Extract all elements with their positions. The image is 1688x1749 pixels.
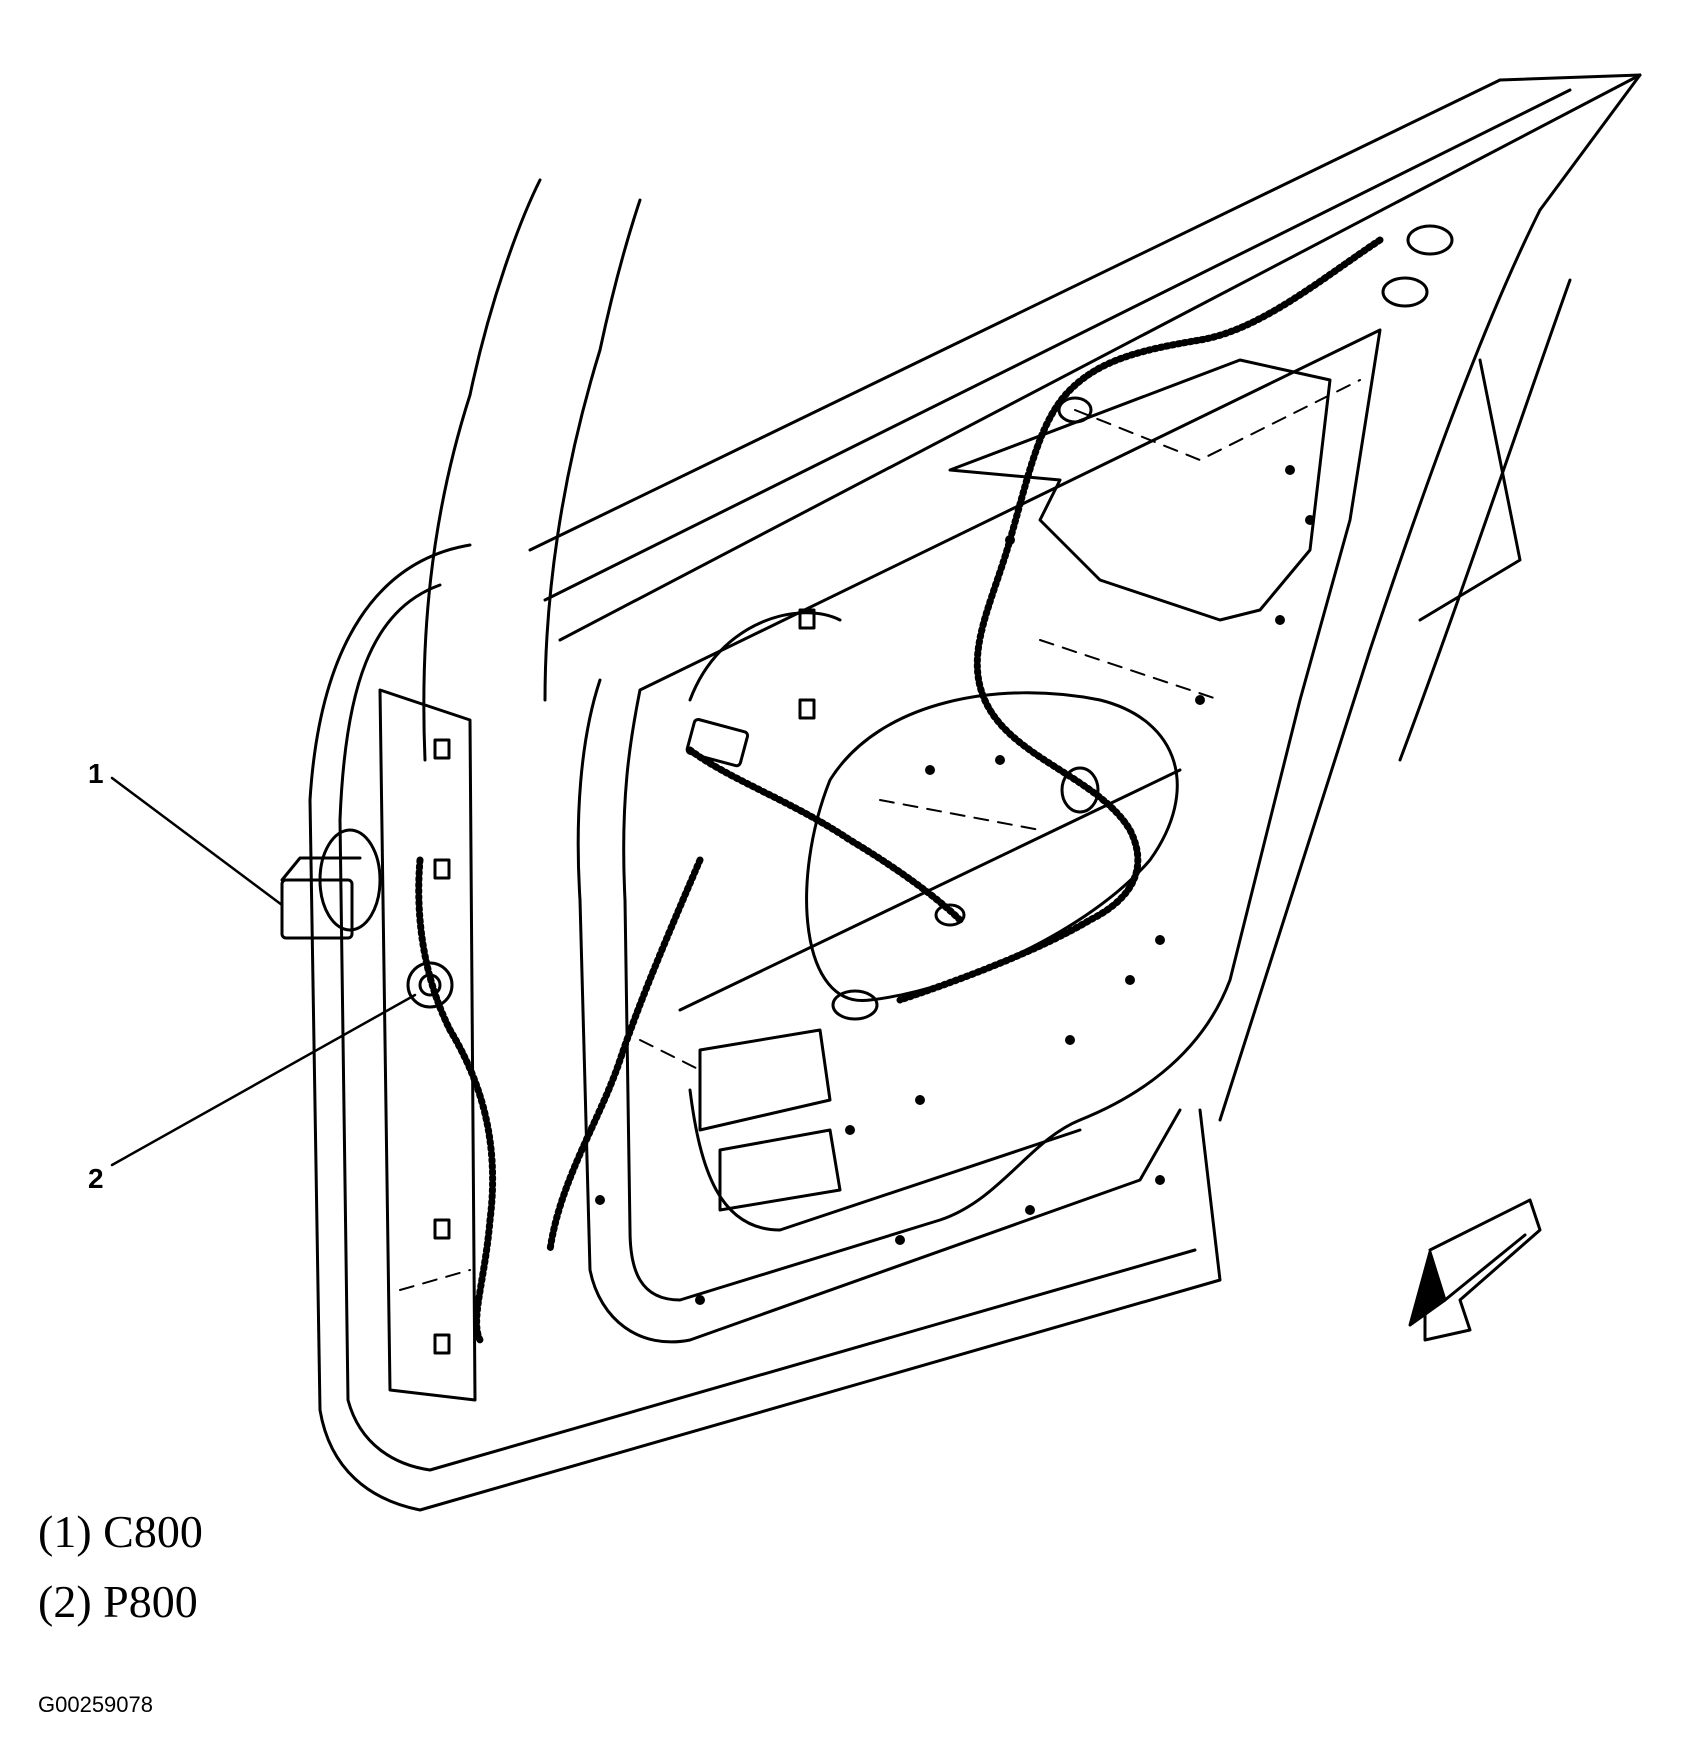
connector-c800	[280, 828, 382, 940]
window-frame	[422, 73, 1642, 762]
assembly-dash-lines	[399, 379, 1361, 1291]
grommet-p800	[406, 961, 454, 1009]
harness-connectors	[685, 224, 1454, 1021]
panel-slots	[433, 608, 816, 1355]
door-inner-panel	[378, 328, 1382, 1402]
legend-entry-2: (2) P800	[38, 1576, 198, 1627]
view-direction-arrow-icon	[1408, 1198, 1542, 1342]
leader-line-2	[110, 993, 417, 1167]
leader-line-1	[110, 776, 284, 907]
mounting-holes	[595, 465, 1315, 1305]
wiring-harness	[415, 236, 1384, 1344]
callout-number-2: 2	[88, 1163, 104, 1194]
callout-number-1: 1	[88, 758, 104, 789]
door-outer-shell	[308, 208, 1572, 1512]
legend-entry-1: (1) C800	[38, 1506, 203, 1557]
figure-id: G00259078	[38, 1692, 153, 1717]
